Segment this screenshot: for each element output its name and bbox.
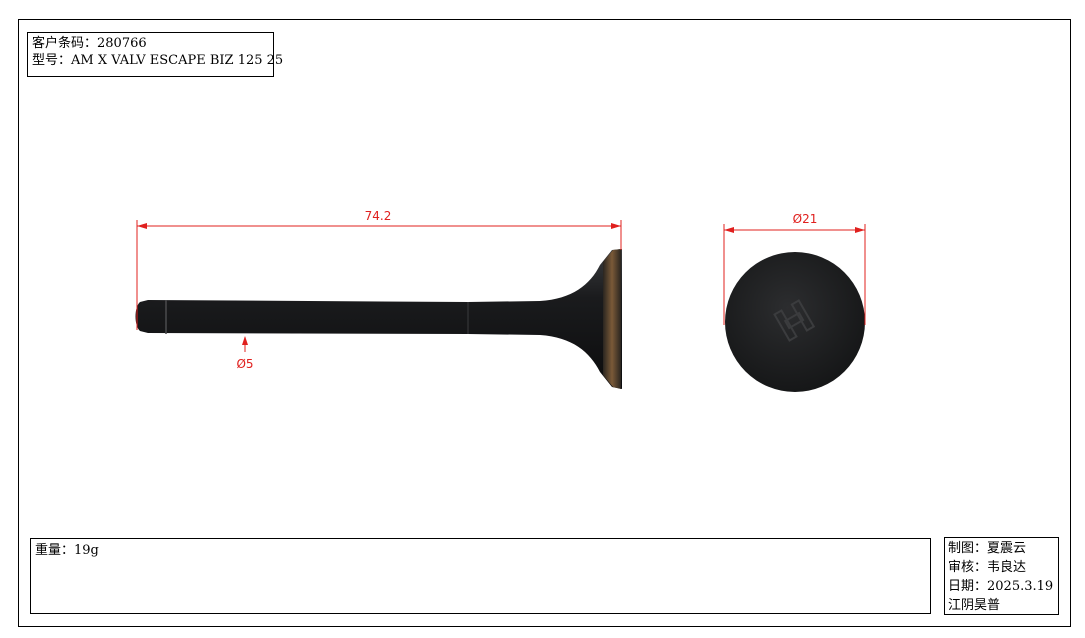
- length-dimension: [136, 220, 622, 330]
- weight-label: 重量：: [35, 543, 75, 558]
- drawing-frame: [18, 19, 1071, 627]
- checked-by: 韦良达: [987, 560, 1027, 575]
- stem-diameter-dimension: [242, 336, 248, 352]
- drawn-label: 制图：: [948, 541, 988, 556]
- customer-code-label: 客户条码：: [32, 36, 98, 51]
- checked-row: 审核：韦良达: [948, 558, 1055, 577]
- h-logo-icon: [773, 299, 816, 342]
- valve-top-view: [725, 252, 865, 392]
- valve-head-rim: [603, 249, 621, 389]
- checked-label: 审核：: [948, 560, 988, 575]
- valve-head-face: [725, 252, 865, 392]
- head-diameter-label: Ø21: [793, 212, 818, 226]
- valve-stem: [135, 249, 622, 389]
- model-label: 型号：: [32, 53, 72, 68]
- drawn-row: 制图：夏震云: [948, 539, 1055, 558]
- length-label: 74.2: [365, 209, 392, 223]
- stem-diameter-label: Ø5: [236, 357, 253, 371]
- valve-side-view: [135, 249, 622, 389]
- length-arrow-right: [611, 223, 621, 229]
- weight-box: 重量：19g: [30, 538, 931, 614]
- head-diameter-dimension: [723, 224, 866, 325]
- model-value: AM X VALV ESCAPE BIZ 125 25: [71, 53, 284, 68]
- stem-leader-arrow: [242, 336, 248, 345]
- drawn-by: 夏震云: [987, 541, 1027, 556]
- head-arrow-right: [855, 227, 865, 233]
- customer-code-value: 280766: [97, 36, 147, 51]
- part-info-box: 客户条码：280766 型号：AM X VALV ESCAPE BIZ 125 …: [27, 32, 283, 77]
- date-label: 日期：: [948, 579, 988, 594]
- signoff-box: 制图：夏震云 审核：韦良达 日期：2025.3.19 江阴昊普: [944, 537, 1059, 615]
- model-row: 型号：AM X VALV ESCAPE BIZ 125 25: [32, 52, 283, 69]
- date-row: 日期：2025.3.19: [948, 577, 1055, 596]
- length-arrow-left: [137, 223, 147, 229]
- company-name: 江阴昊普: [948, 598, 1001, 613]
- customer-code-row: 客户条码：280766: [32, 35, 269, 52]
- date-value: 2025.3.19: [987, 579, 1054, 594]
- head-arrow-left: [724, 227, 734, 233]
- weight-value: 19g: [74, 543, 99, 558]
